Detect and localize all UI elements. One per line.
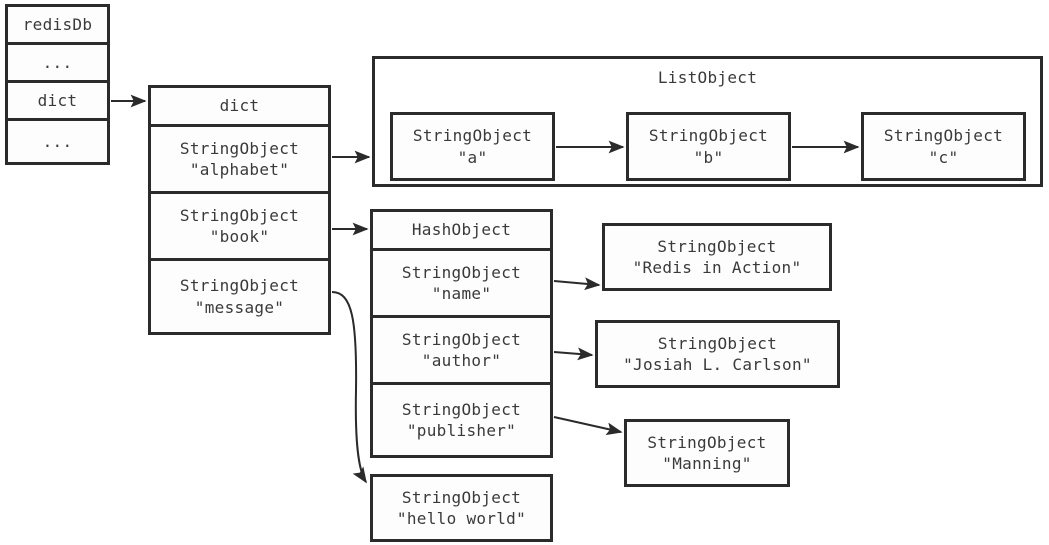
hash-field-publisher-type: StringObject <box>401 399 522 419</box>
redisdb-row-ellipsis-top: ... <box>5 42 110 83</box>
hash-field-name: StringObject "name" <box>370 248 553 318</box>
hash-field-publisher: StringObject "publisher" <box>370 382 553 458</box>
message-value-hello-world: StringObject "hello world" <box>370 474 553 542</box>
list-node-c-type: StringObject <box>883 126 1004 146</box>
redisdb-row-dict: dict <box>5 80 110 121</box>
hash-value-josiah-l-carlson-type: StringObject <box>657 333 778 353</box>
arrow-name-to-redis-in-action <box>553 277 601 291</box>
arrow-author-to-josiah-l-carlson <box>553 347 594 361</box>
dict-entry-alphabet: StringObject "alphabet" <box>148 124 331 194</box>
hash-field-author: StringObject "author" <box>370 315 553 385</box>
list-node-a-value: "a" <box>457 147 488 167</box>
hash-value-josiah-l-carlson-value: "Josiah L. Carlson" <box>623 355 812 374</box>
hash-field-name-type: StringObject <box>401 262 522 282</box>
hash-value-redis-in-action-type: StringObject <box>657 236 777 256</box>
list-object-title: ListObject <box>657 68 758 87</box>
list-node-b: StringObject "b" <box>626 112 791 181</box>
arrow-publisher-to-manning <box>553 416 623 436</box>
redisdb-row-title: redisDb <box>5 4 110 45</box>
list-node-b-value: "b" <box>693 147 724 167</box>
hash-object-header: HashObject <box>370 209 553 251</box>
hash-value-manning-type: StringObject <box>647 432 767 452</box>
hash-value-redis-in-action-value: "Redis in Action" <box>632 258 802 277</box>
dict-entry-alphabet-value: "alphabet" <box>189 160 290 179</box>
dict-entry-message-type: StringObject <box>179 276 300 296</box>
redisdb-row-dict-label: dict <box>37 90 78 110</box>
dict-entry-book-type: StringObject <box>179 205 300 225</box>
list-node-a: StringObject "a" <box>390 112 555 181</box>
redisdb-row-ellipsis-bottom-label: ... <box>42 131 73 151</box>
hash-field-author-type: StringObject <box>401 329 522 349</box>
hash-value-manning: StringObject "Manning" <box>624 419 790 487</box>
dict-entry-book: StringObject "book" <box>148 191 331 261</box>
message-value-hello-world-value: "hello world" <box>396 509 527 528</box>
hash-object-header-label: HashObject <box>411 220 512 240</box>
dict-header: dict <box>148 85 331 127</box>
dict-header-label: dict <box>219 96 260 116</box>
dict-entry-message: StringObject "message" <box>148 258 331 335</box>
redisdb-row-title-label: redisDb <box>22 14 93 34</box>
list-node-a-type: StringObject <box>412 126 533 146</box>
redisdb-row-ellipsis-bottom: ... <box>5 118 110 165</box>
dict-entry-message-value: "message" <box>194 297 285 317</box>
list-node-c-value: "c" <box>928 147 959 167</box>
hash-value-manning-value: "Manning" <box>662 454 752 473</box>
dict-entry-book-value: "book" <box>209 227 270 246</box>
hash-value-josiah-l-carlson: StringObject "Josiah L. Carlson" <box>595 320 840 388</box>
dict-entry-alphabet-type: StringObject <box>179 138 300 158</box>
hash-value-redis-in-action: StringObject "Redis in Action" <box>602 223 832 291</box>
arrow-message-to-hello-world <box>331 291 367 484</box>
hash-field-name-value: "name" <box>431 284 492 303</box>
list-node-b-type: StringObject <box>648 126 769 146</box>
hash-field-publisher-value: "publisher" <box>406 421 517 440</box>
redisdb-row-ellipsis-top-label: ... <box>42 52 73 72</box>
message-value-hello-world-type: StringObject <box>401 487 522 507</box>
hash-field-author-value: "author" <box>421 351 502 370</box>
list-node-c: StringObject "c" <box>861 112 1026 181</box>
